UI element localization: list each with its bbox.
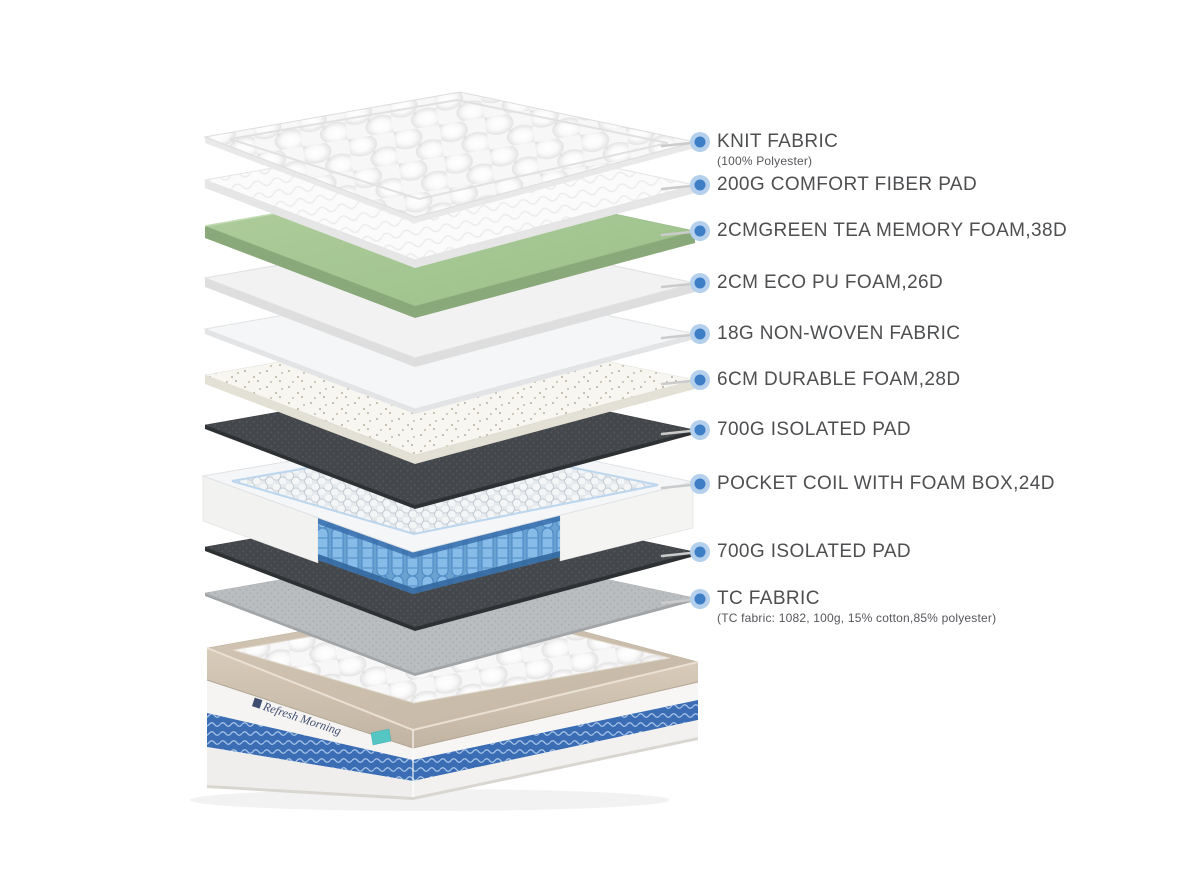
brand-logo-icon	[251, 697, 263, 709]
layer-label: TC FABRIC	[717, 588, 820, 609]
layer-sublabel: (100% Polyester)	[717, 154, 813, 168]
callout-knit-fabric: KNIT FABRIC (100% Polyester)	[717, 130, 838, 169]
callout-dot-7	[660, 420, 710, 440]
layer-sublabel: (TC fabric: 1082, 100g, 15% cotton,85% p…	[717, 611, 997, 625]
mattress-bottom-band-right	[413, 720, 698, 797]
layer-label: KNIT FABRIC	[717, 131, 839, 152]
callout-green-tea-memory-foam: 2CMGREEN TEA MEMORY FOAM,38D	[717, 219, 1067, 243]
layer-label: 2CMGREEN TEA MEMORY FOAM,38D	[717, 220, 1068, 241]
callout-dot-2	[660, 175, 710, 195]
layer-knit-fabric	[203, 91, 696, 223]
callout-dot-6	[660, 370, 710, 390]
callout-markers	[660, 132, 710, 609]
callout-isolated-pad-bottom: 700G ISOLATED PAD	[717, 540, 911, 564]
mattress-gusset-right	[413, 662, 698, 748]
callout-tc-fabric: TC FABRIC (TC fabric: 1082, 100g, 15% co…	[717, 587, 996, 626]
layer-label: POCKET COIL WITH FOAM BOX,24D	[717, 473, 1055, 494]
callout-eco-pu-foam: 2CM ECO PU FOAM,26D	[717, 271, 943, 295]
callout-durable-foam: 6CM DURABLE FOAM,28D	[717, 368, 960, 392]
callout-dot-9	[660, 542, 710, 562]
callout-dot-3	[660, 221, 710, 241]
mattress-bottom-band-left	[207, 747, 413, 797]
mattress-white-band-right	[413, 682, 698, 760]
callout-dot-4	[660, 273, 710, 293]
mattress-shadow	[190, 789, 670, 811]
callout-dot-1	[660, 132, 710, 152]
layer-label: 6CM DURABLE FOAM,28D	[717, 369, 961, 390]
callout-pocket-coil: POCKET COIL WITH FOAM BOX,24D	[717, 472, 1055, 496]
layer-label: 18G NON-WOVEN FABRIC	[717, 323, 961, 344]
coil-bottom-caps	[318, 551, 560, 594]
layer-label: 2CM ECO PU FOAM,26D	[717, 272, 944, 293]
callout-non-woven-fabric: 18G NON-WOVEN FABRIC	[717, 322, 960, 346]
layer-label: 200G COMFORT FIBER PAD	[717, 174, 978, 195]
layer-label: 700G ISOLATED PAD	[717, 541, 912, 562]
coil-top-caps	[318, 515, 560, 558]
callout-dot-10	[660, 589, 710, 609]
mattress-label-tag	[370, 728, 392, 746]
layer-label: 700G ISOLATED PAD	[717, 419, 912, 440]
mattress-gusset-left	[207, 648, 413, 748]
callout-dot-5	[660, 324, 710, 344]
callout-dot-8	[660, 474, 710, 494]
callout-comfort-fiber-pad: 200G COMFORT FIBER PAD	[717, 173, 977, 197]
callout-isolated-pad-top: 700G ISOLATED PAD	[717, 418, 911, 442]
